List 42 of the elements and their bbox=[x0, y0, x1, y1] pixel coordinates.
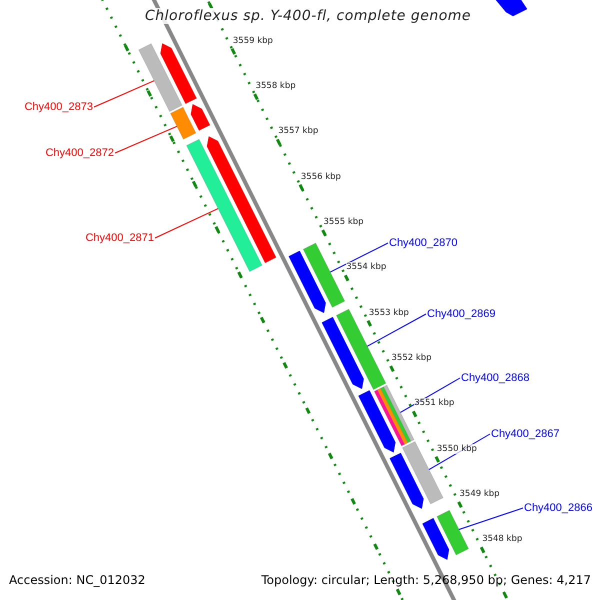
gene-bar bbox=[138, 43, 182, 112]
gene-block bbox=[390, 452, 424, 509]
scale-label: 3548 kbp bbox=[482, 534, 522, 544]
gene-label: Chy400_2871 bbox=[85, 231, 154, 245]
leader-line bbox=[458, 508, 524, 530]
gene-block bbox=[358, 390, 396, 452]
scale-label: 3549 kbp bbox=[460, 488, 500, 499]
gene-bar bbox=[170, 106, 196, 140]
gene-block bbox=[206, 136, 276, 263]
gene-bar bbox=[436, 510, 469, 556]
gene-block bbox=[496, 0, 528, 16]
gene-block bbox=[288, 250, 326, 313]
gene-label: Chy400_2867 bbox=[491, 427, 560, 441]
scale-label: 3559 kbp bbox=[232, 36, 273, 46]
leader-line bbox=[154, 208, 219, 238]
scale-label: 3550 kbp bbox=[436, 444, 477, 454]
genome-title: Chloroflexus sp. Y-400-fl, complete genome bbox=[145, 8, 472, 24]
gene-label: Chy400_2869 bbox=[427, 307, 496, 321]
gene-bar bbox=[302, 242, 346, 308]
leader-line bbox=[330, 242, 388, 273]
scale-label: 3554 kbp bbox=[346, 262, 386, 272]
scale-label: 3551 kbp bbox=[414, 398, 454, 408]
genome-stats-text: Topology: circular; Length: 5,268,950 bp; Genes: 4,217 bbox=[261, 573, 591, 587]
scale-label: 3555 kbp bbox=[324, 216, 364, 227]
gene-label: Chy400_2872 bbox=[45, 146, 114, 160]
gene-label: Chy400_2873 bbox=[24, 100, 93, 114]
gene-bar bbox=[186, 138, 262, 272]
leader-line bbox=[366, 314, 426, 347]
gene-block bbox=[422, 518, 450, 560]
leader-line bbox=[94, 80, 155, 108]
accession-text: Accession: NC_012032 bbox=[9, 573, 146, 587]
gene-label: Chy400_2868 bbox=[461, 371, 530, 385]
scale-label: 3557 kbp bbox=[278, 126, 318, 136]
gene-block bbox=[322, 316, 364, 389]
scale-label: 3553 kbp bbox=[368, 308, 409, 318]
gene-label: Chy400_2870 bbox=[389, 236, 458, 250]
gene-block bbox=[160, 43, 197, 104]
gene-label: Chy400_2866 bbox=[524, 501, 593, 515]
scale-label: 3558 kbp bbox=[256, 80, 296, 91]
scale-label: 3556 kbp bbox=[300, 172, 341, 182]
leader-line bbox=[114, 126, 178, 154]
gene-block bbox=[190, 104, 210, 131]
